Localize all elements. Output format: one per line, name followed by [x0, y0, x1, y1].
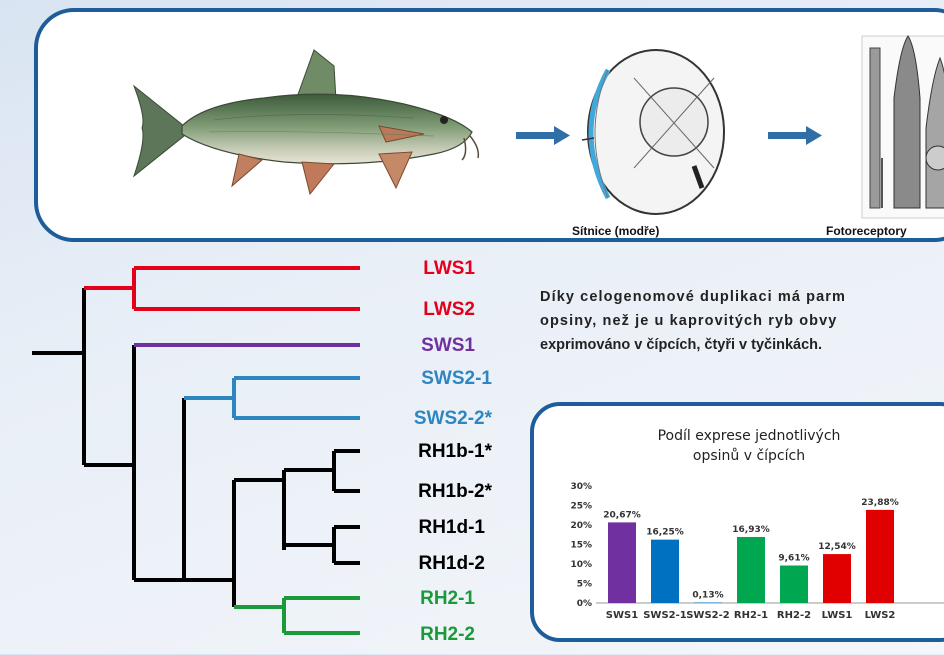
illustration-graphics	[132, 35, 944, 219]
leaf-label-sws2-2: SWS2-2*	[413, 408, 492, 429]
barbel-fish-image	[132, 49, 480, 196]
description-line: Díky celogenomové duplikaci má parm	[540, 289, 847, 305]
bar-chart: 0% 5% 10% 15% 20% 25% 30% 20,67% SWS1 16,25% SWS2-…	[570, 482, 944, 621]
eye-retina-image	[581, 49, 725, 215]
data-label: 9,61%	[778, 554, 809, 564]
x-tick-label: SWS2-2	[686, 610, 730, 621]
leaf-label-lws2: LWS2	[423, 299, 475, 320]
leaf-label-rh1d-2: RH1d-2	[418, 553, 485, 574]
retina-caption: Sítnice (modře)	[572, 224, 660, 238]
bar	[608, 522, 636, 603]
chart-title-line: Podíl exprese jednotlivých	[657, 428, 841, 444]
data-label: 0,13%	[692, 590, 723, 600]
arrow-right-icon	[768, 126, 822, 145]
x-tick-label: SWS2-1	[643, 610, 687, 621]
x-tick-label: LWS2	[865, 610, 896, 621]
chart-panel: Podíl exprese jednotlivých opsinů v čípc…	[530, 402, 944, 642]
y-tick-label: 20%	[570, 521, 592, 531]
phylogenetic-tree	[32, 266, 360, 635]
description-line: exprimováno v čípcích, čtyři v tyčinkách…	[540, 337, 823, 353]
chart-title-line: opsinů v čípcích	[692, 448, 806, 464]
bar	[866, 509, 894, 603]
y-tick-label: 25%	[570, 502, 592, 512]
bar	[651, 539, 679, 603]
leaf-label-rh2-1: RH2-1	[420, 588, 475, 609]
leaf-label-lws1: LWS1	[423, 258, 475, 279]
data-label: 20,67%	[603, 510, 641, 520]
y-tick-label: 30%	[570, 482, 592, 492]
bar	[737, 536, 765, 603]
data-label: 16,93%	[732, 525, 770, 535]
leaf-label-sws1: SWS1	[421, 335, 475, 356]
leaf-label-rh1b-1: RH1b-1*	[418, 441, 492, 462]
y-tick-label: 0%	[577, 599, 592, 609]
description-line: opsiny, než je u kaprovitých ryb obvy	[540, 313, 838, 329]
y-tick-label: 10%	[570, 560, 592, 570]
bar	[823, 554, 851, 603]
bar	[780, 565, 808, 603]
x-tick-label: SWS1	[606, 610, 638, 621]
photoreceptors-image	[861, 35, 944, 219]
leaf-label-sws2-1: SWS2-1	[421, 368, 492, 389]
x-tick-label: LWS1	[822, 610, 853, 621]
x-tick-label: RH2-1	[734, 610, 768, 621]
photoreceptors-caption: Fotoreceptory	[826, 224, 907, 238]
leaf-label-rh1d-1: RH1d-1	[418, 517, 485, 538]
data-label: 23,88%	[861, 498, 899, 508]
y-tick-label: 5%	[577, 580, 592, 590]
x-tick-label: RH2-2	[777, 610, 811, 621]
data-label: 16,25%	[646, 528, 684, 538]
chart-title: Podíl exprese jednotlivých opsinů v čípc…	[534, 426, 944, 466]
data-label: 12,54%	[818, 542, 856, 552]
y-tick-label: 15%	[570, 541, 592, 551]
description-text: Díky celogenomové duplikaci má parm opsi…	[540, 285, 944, 357]
leaf-label-rh1b-2: RH1b-2*	[418, 481, 492, 502]
arrow-right-icon	[516, 126, 570, 145]
illustration-panel: Sítnice (modře) Fotoreceptory	[34, 8, 944, 242]
bar	[694, 602, 722, 603]
leaf-label-rh2-2: RH2-2	[420, 624, 475, 645]
